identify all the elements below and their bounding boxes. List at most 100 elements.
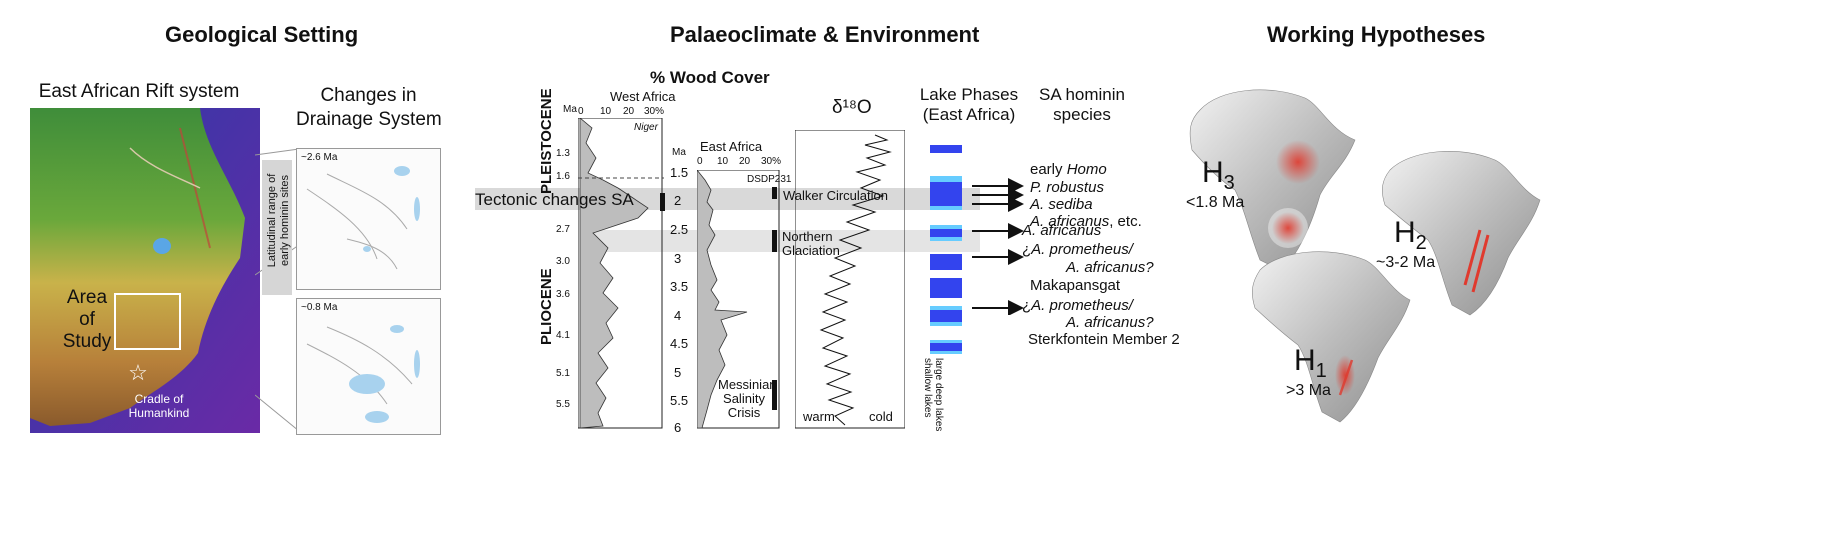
hominin-item-8: ¿A. prometheus/: [1022, 297, 1133, 314]
glaciation-bar: [772, 230, 777, 252]
east-age-2: 2.5: [670, 222, 689, 237]
h3-label: H3: [1202, 156, 1235, 194]
h2-rift-line-1: [1463, 229, 1482, 286]
east-africa-ticks: 0 10 20 30%: [697, 156, 781, 170]
title-geological-setting: Geological Setting: [165, 22, 359, 47]
tectonic-bar: [660, 193, 665, 211]
africa-map-h1: [1251, 251, 1411, 423]
west-age-7: 5.5: [556, 399, 570, 410]
wood-cover-title: % Wood Cover: [650, 68, 770, 87]
west-age-6: 5.1: [556, 368, 570, 379]
lake-victoria-mark: [153, 238, 171, 254]
latitudinal-range-label: Latitudinal range of early hominin sites: [266, 173, 291, 268]
west-tick-1: 10: [600, 106, 612, 117]
drainage-age-2: ~0.8 Ma: [301, 302, 338, 313]
hypotheses-maps: [1189, 89, 1541, 423]
west-age-5: 4.1: [556, 330, 570, 341]
africa-map-h3: [1189, 89, 1356, 271]
west-age-0: 1.3: [556, 148, 570, 159]
drainage-age-1: ~2.6 Ma: [301, 152, 338, 163]
hominin-item-1: P. robustus: [1030, 179, 1104, 196]
east-age-5: 4: [674, 308, 682, 323]
hominin-item-10: Sterkfontein Member 2: [1028, 331, 1180, 348]
warm-label: warm: [803, 409, 835, 424]
walker-label: Walker Circulation: [781, 188, 890, 203]
d18o-label: δ¹⁸O: [832, 97, 872, 118]
west-africa-label: West Africa: [610, 89, 676, 104]
study-area-box: [114, 293, 181, 350]
east-age-7: 5: [674, 365, 682, 380]
east-age-8: 5.5: [670, 393, 689, 408]
rift-map-title: East African Rift system: [38, 81, 240, 102]
hominin-item-9: A. africanus?: [1066, 314, 1154, 331]
epoch-pleistocene: PLEISTOCENE: [538, 88, 555, 194]
east-ma-label: Ma: [672, 147, 686, 158]
drainage-title: Changes in Drainage System: [296, 85, 442, 130]
west-tick-3: 30%: [644, 106, 665, 117]
east-africa-curve: [697, 170, 780, 429]
hominin-item-2: A. sediba: [1030, 196, 1093, 213]
west-tick-2: 20: [623, 106, 635, 117]
tectonic-changes-label: Tectonic changes SA: [475, 190, 634, 209]
drainage-map-2-6ma: ~2.6 Ma: [296, 148, 441, 290]
west-africa-ticks: 0 10 20 30%: [578, 106, 665, 426]
lake-phases-title: Lake Phases (East Africa): [919, 85, 1019, 124]
east-age-3: 3: [674, 251, 682, 266]
h2-rift-line-2: [1471, 234, 1490, 293]
h1-label: H1: [1294, 344, 1327, 382]
lake-axis-label: large deep lakes shallow lakes: [922, 358, 944, 432]
hominin-arrows: [972, 178, 1024, 315]
west-tick-0: 0: [578, 106, 584, 117]
hominin-item-5: ¿A. prometheus/: [1022, 241, 1133, 258]
messinian-bar: [772, 380, 777, 410]
east-tick-0: 0: [697, 156, 703, 167]
west-age-4: 3.6: [556, 289, 570, 300]
title-palaeoclimate: Palaeoclimate & Environment: [670, 22, 980, 47]
walker-bar: [772, 187, 777, 199]
east-africa-label: East Africa: [700, 139, 763, 154]
lake-phases-bars: [930, 145, 962, 354]
hominin-item-6: A. africanus?: [1066, 259, 1154, 276]
east-age-9: 6: [674, 420, 682, 435]
area-of-study-label: Area of Study: [62, 287, 112, 352]
hominin-item-7: Makapansgat: [1030, 277, 1121, 294]
east-age-0: 1.5: [670, 165, 689, 180]
east-tick-1: 10: [717, 156, 729, 167]
h3-age: <1.8 Ma: [1186, 194, 1245, 211]
messinian-label: Messinian Salinity Crisis: [718, 377, 777, 420]
h2-age: ~3-2 Ma: [1376, 254, 1436, 271]
hominin-item-4: A. africanus: [1022, 222, 1102, 239]
east-age-axis: 1.5 2 2.5 3 3.5 4 4.5 5 5.5 6: [670, 165, 698, 435]
east-age-6: 4.5: [670, 336, 689, 351]
cold-label: cold: [869, 409, 893, 424]
west-ma-label: Ma: [563, 104, 577, 115]
hominin-item-0: early Homo: [1030, 161, 1107, 178]
northern-glaciation-band: [580, 230, 980, 252]
west-age-2: 2.7: [556, 224, 570, 235]
africa-map-h2: [1381, 151, 1541, 316]
sa-hominin-title: SA hominin species: [1039, 85, 1125, 124]
epoch-pliocene: PLIOCENE: [538, 268, 555, 345]
east-age-4: 3.5: [670, 279, 689, 294]
west-africa-curve: [578, 118, 664, 429]
west-age-axis: 1.3 1.6 2.7 3.0 3.6 4.1 5.1 5.5: [556, 143, 578, 433]
latitudinal-range-band: [262, 160, 292, 295]
west-age-1: 1.6: [556, 171, 570, 182]
east-tick-2: 20: [739, 156, 751, 167]
d18o-curve: [795, 130, 905, 429]
hominin-item-3: A. africanus, etc.: [1030, 213, 1142, 230]
h3-spot-1: [1276, 140, 1320, 184]
h2-label: H2: [1394, 216, 1427, 254]
rift-map: ☆: [30, 108, 260, 433]
east-tick-3: 30%: [761, 156, 782, 167]
cradle-label: Cradle of Humankind: [128, 392, 190, 420]
west-age-3: 3.0: [556, 256, 570, 267]
dsdp-label: DSDP231: [747, 174, 792, 185]
east-age-1: 2: [674, 193, 682, 208]
h1-age: >3 Ma: [1286, 382, 1331, 399]
h3-spot-2: [1272, 212, 1304, 244]
cradle-star-icon: ☆: [128, 360, 148, 385]
niger-label: Niger: [634, 122, 658, 133]
drainage-map-0-8ma: ~0.8 Ma: [296, 298, 441, 435]
title-working-hypotheses: Working Hypotheses: [1267, 22, 1486, 47]
